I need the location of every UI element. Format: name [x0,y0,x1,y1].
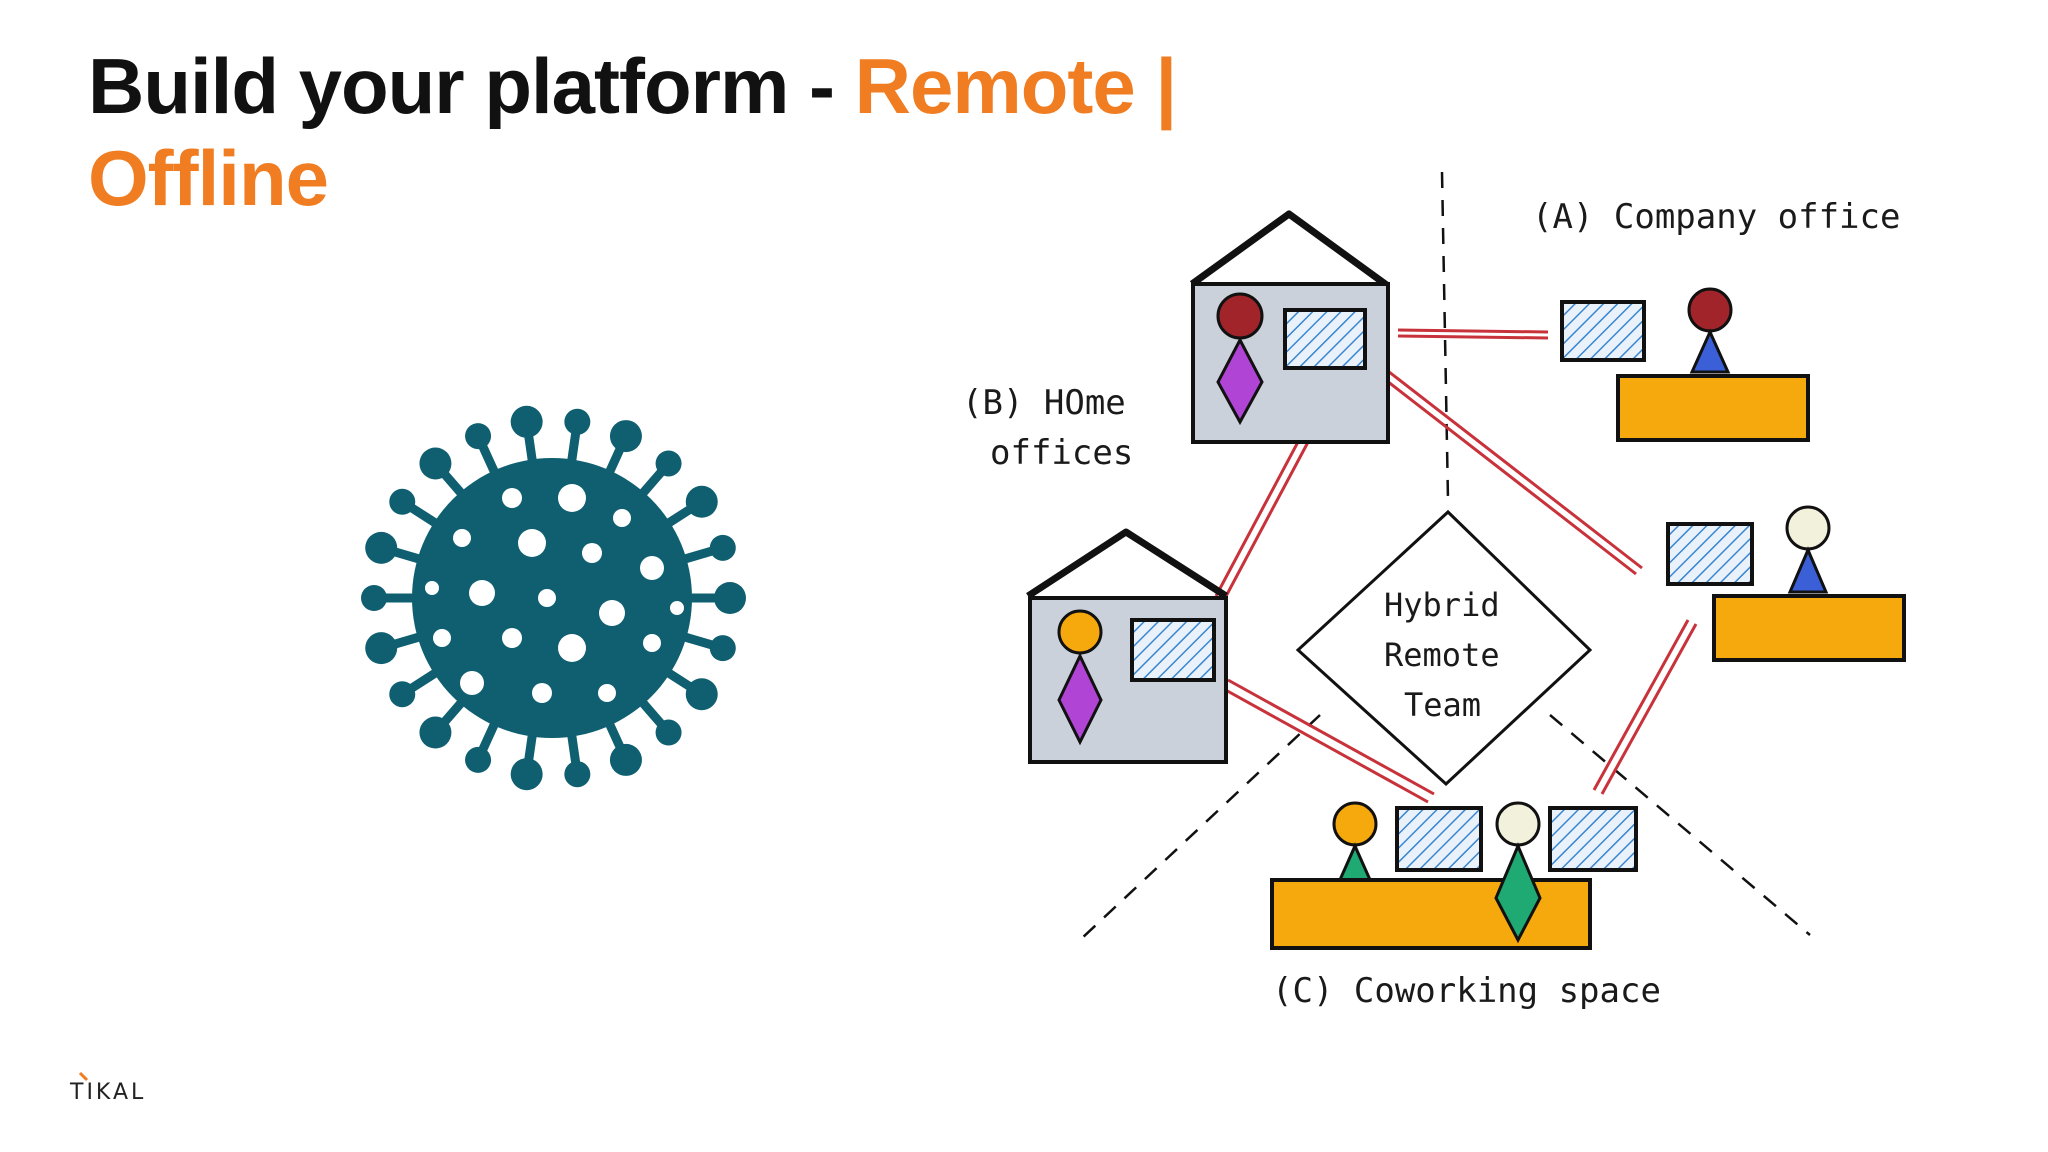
home-office-2 [1026,528,1228,764]
title-main: Build your platform - [88,42,855,130]
label-home-offices-line2: offices [990,433,1133,473]
company-office-desk-1 [1560,287,1810,442]
coworking-space [1270,801,1638,950]
virus-spike-head [709,635,736,662]
label-home-offices-line1: (B) HOme [962,383,1126,423]
virus-spike-head [564,761,591,788]
connection-lines [1214,328,1698,804]
slide-title: Build your platform - Remote | Offline [88,40,1388,224]
virus-spike-head [365,531,398,564]
center-label-line3: Team [1404,686,1481,724]
company-logo: TIKAL [70,1080,147,1105]
label-coworking-space: (C) Coworking space [1272,971,1661,1011]
virus-spike-head [655,719,682,746]
virus-spike-head [609,743,642,776]
virus-dots [425,484,684,703]
virus-spike-head [389,681,416,708]
center-label-line1: Hybrid [1384,586,1500,624]
home-office-1 [1189,210,1391,444]
virus-spike-head [389,488,416,515]
virus-spike-head [609,420,642,453]
hybrid-team-diamond [1295,509,1593,787]
virus-spike-head [655,450,682,477]
virus-spike-head [361,585,387,611]
virus-spike-head [510,405,543,438]
virus-spike-head [564,408,591,435]
virus-spike-head [419,447,452,480]
dashed-dividers [1079,171,1811,941]
title-accent-remote: Remote | [854,42,1178,130]
virus-spike-head [465,423,492,450]
logo-accent-mark [79,1072,89,1082]
virus-spike-head [465,746,492,773]
coronavirus-icon [361,405,746,791]
virus-spike-head [510,758,543,791]
center-label-line2: Remote [1384,636,1500,674]
hybrid-team-diagram: (A) Company office (B) HOme offices (C) … [962,171,1906,1011]
virus-spike-head [685,485,718,518]
company-office-desk-2 [1666,505,1906,662]
virus-spikes [361,405,746,791]
virus-spike-head [709,534,736,561]
virus-spike-head [419,716,452,749]
title-accent-offline: Offline [88,134,329,222]
virus-spike-head [714,582,746,614]
label-company-office: (A) Company office [1532,197,1900,237]
virus-spike-head [685,678,718,711]
virus-spike-head [365,632,398,665]
